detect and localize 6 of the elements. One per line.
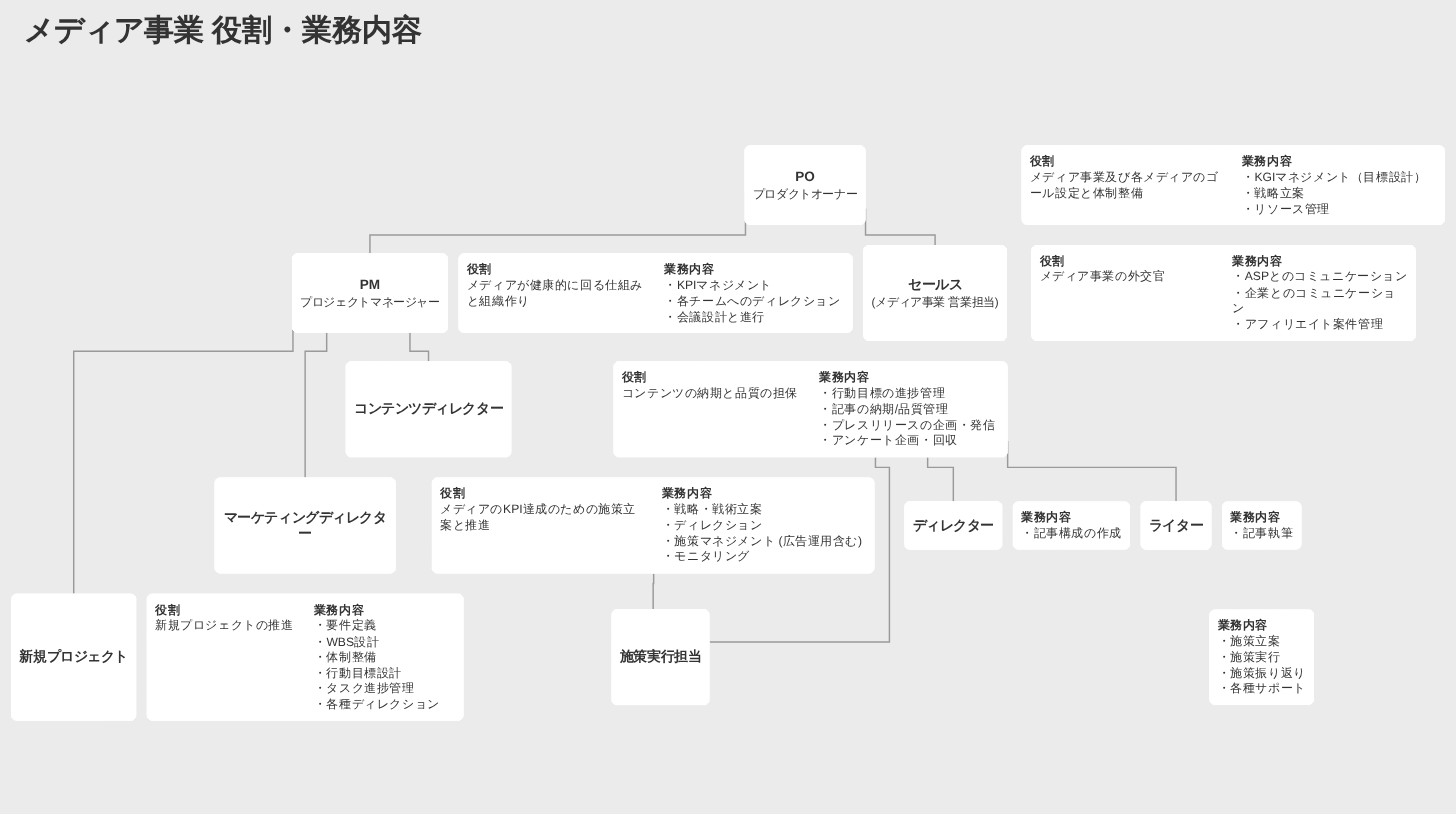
diagram-title: メディア事業 役割・業務内容 bbox=[24, 12, 423, 50]
connector bbox=[708, 456, 891, 643]
connector bbox=[652, 572, 657, 611]
connector bbox=[926, 456, 955, 503]
connector bbox=[409, 332, 430, 364]
connector bbox=[304, 332, 328, 480]
